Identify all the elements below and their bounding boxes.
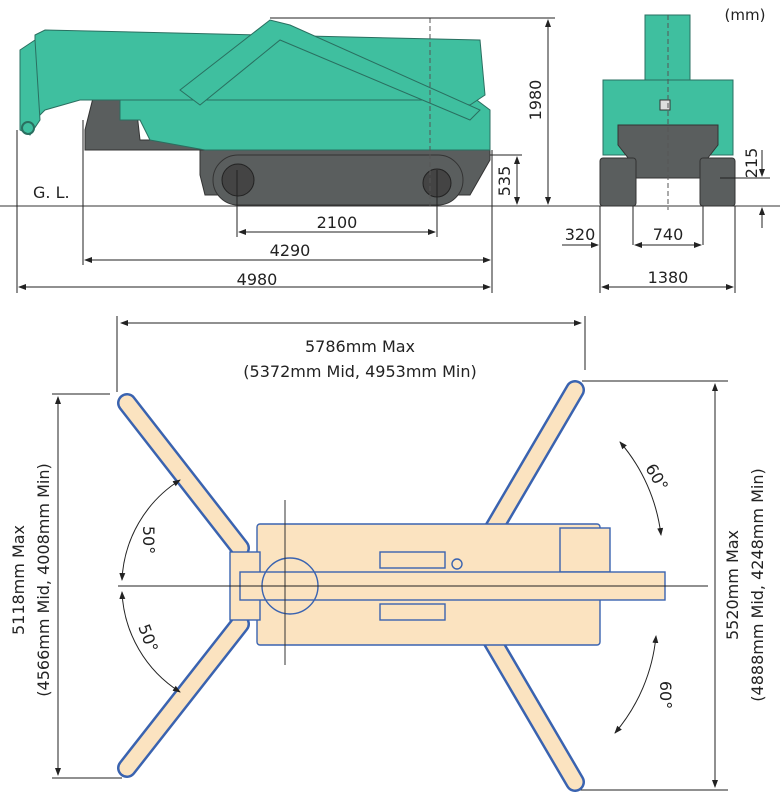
angle-rear-upper: 60° [641,460,672,494]
angle-arc-front-lower [119,591,181,693]
overall-width-label: 1380 [648,268,689,287]
angle-arc-rear-lower [614,635,659,734]
angle-arc-rear-upper [619,441,664,536]
track-side [212,154,464,206]
track-length-label: 2100 [317,213,358,232]
right-span-mid-min: (4888mm Mid, 4248mm Min) [748,468,767,701]
plan-width-max: 5786mm Max [305,337,415,356]
overall-length-label: 4980 [237,270,278,289]
left-span-mid-min: (4566mm Mid, 4008mm Min) [34,463,53,696]
height-body-label: 535 [495,166,514,197]
crane-front-view [599,14,736,210]
ground-clearance-label: 215 [742,148,761,179]
left-span-max: 5118mm Max [9,525,28,635]
height-total-label: 1980 [526,80,545,121]
plan-width-mid-min: (5372mm Mid, 4953mm Min) [243,362,476,381]
track-width-label: 320 [565,225,596,244]
crane-plan-body [229,500,666,665]
outriggers [117,380,585,792]
ground-label: G. L. [33,183,70,202]
angle-front-upper: 50° [139,526,158,554]
right-span-max: 5520mm Max [723,530,742,640]
hook [21,121,35,135]
track-gap-label: 740 [653,225,684,244]
unit-label: (mm) [725,6,766,24]
angle-rear-lower: 60° [656,681,675,709]
crane-side-view [19,18,491,206]
angle-arc-front-upper [119,479,181,581]
body-length-label: 4290 [270,241,311,260]
